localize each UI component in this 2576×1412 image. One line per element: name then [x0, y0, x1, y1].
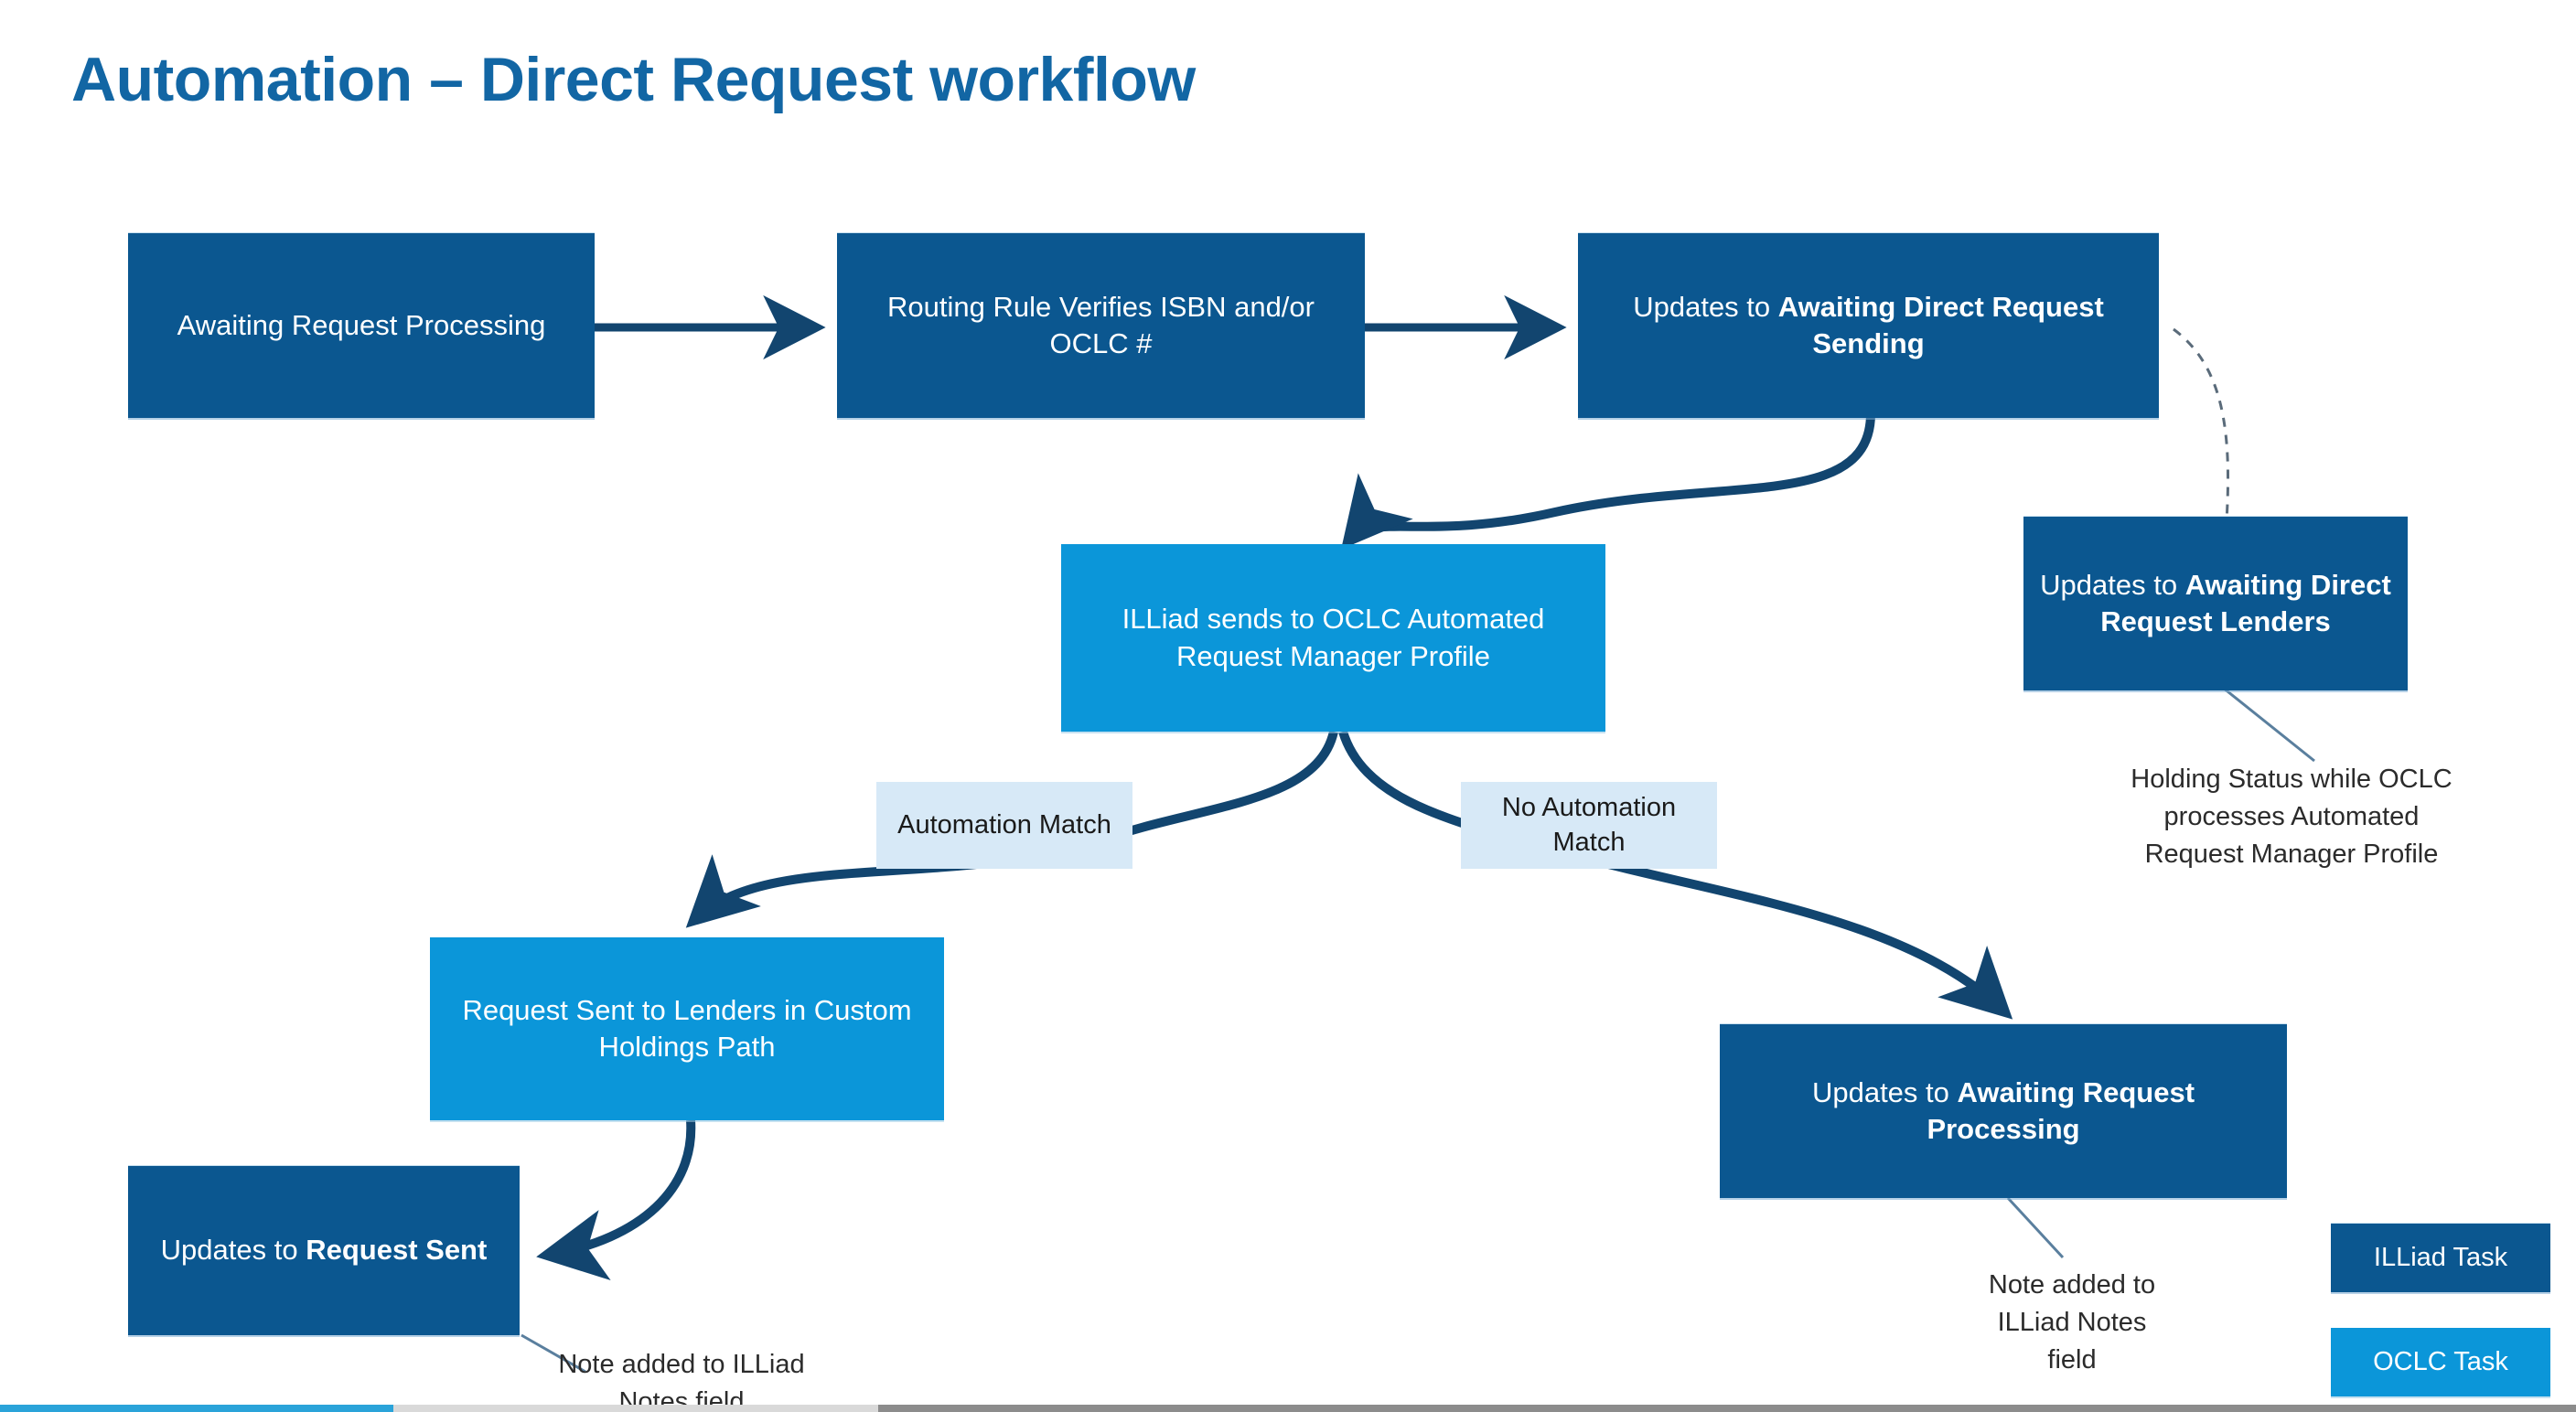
node-label: Request Sent to Lenders in Custom Holdin… — [462, 993, 912, 1063]
node-label: ILLiad sends to OCLC Automated Request M… — [1122, 603, 1545, 672]
bottom-bar-segment-blue — [0, 1405, 393, 1412]
node-label-emphasis: Request Sent — [306, 1234, 488, 1267]
node-label: Updates to Awaiting Direct Request Lende… — [2023, 567, 2408, 641]
bottom-accent-bar — [0, 1405, 2576, 1412]
node-label: Updates to Awaiting Direct Request Sendi… — [1578, 289, 2159, 363]
node-updates-to-awaiting-request-processing[interactable]: Updates to Awaiting Request Processing — [1720, 1024, 2287, 1198]
caption-text: Note added to ILLiad Notes field — [558, 1350, 805, 1412]
legend-label: ILLiad Task — [2373, 1243, 2508, 1272]
node-awaiting-request-processing[interactable]: Awaiting Request Processing — [128, 233, 595, 418]
legend-oclc-task: OCLC Task — [2331, 1328, 2550, 1396]
node-label: Updates to Request Sent — [128, 1232, 520, 1268]
node-label-prefix: Updates to — [160, 1234, 306, 1267]
node-label: Updates to Awaiting Request Processing — [1720, 1075, 2287, 1149]
node-request-sent-to-lenders[interactable]: Request Sent to Lenders in Custom Holdin… — [430, 937, 944, 1120]
node-label: Awaiting Request Processing — [177, 308, 546, 341]
arrow-sending-to-oclc-profile — [1341, 412, 1875, 550]
node-label-emphasis: Awaiting Request Processing — [1927, 1075, 2195, 1145]
caption-note-left: Note added to ILLiad Notes field — [549, 1346, 814, 1412]
node-awaiting-direct-request-lenders[interactable]: Updates to Awaiting Direct Request Lende… — [2023, 517, 2408, 690]
node-label: Routing Rule Verifies ISBN and/or OCLC # — [887, 290, 1315, 359]
node-label-emphasis: Awaiting Direct Request Sending — [1777, 290, 2104, 359]
legend-label: OCLC Task — [2373, 1347, 2508, 1376]
dashed-sending-to-lenders — [2173, 327, 2230, 522]
bottom-bar-segment-light — [393, 1405, 878, 1412]
branch-label-text: Automation Match — [897, 809, 1111, 840]
branch-label-no-automation-match: No Automation Match — [1461, 782, 1717, 869]
node-label-emphasis: Awaiting Direct Request Lenders — [2100, 568, 2391, 637]
bottom-bar-segment-gray — [878, 1405, 2576, 1412]
leader-lenders-to-caption — [2222, 686, 2315, 763]
caption-text: Note added to ILLiad Notes field — [1988, 1270, 2156, 1375]
branch-label-automation-match: Automation Match — [876, 782, 1132, 869]
legend-illiad-task: ILLiad Task — [2331, 1224, 2550, 1292]
node-awaiting-direct-request-sending[interactable]: Updates to Awaiting Direct Request Sendi… — [1578, 233, 2159, 418]
node-label-prefix: Updates to — [1633, 290, 1778, 323]
caption-holding-status: Holding Status while OCLC processes Auto… — [2122, 761, 2461, 874]
caption-text: Holding Status while OCLC processes Auto… — [2131, 765, 2453, 870]
arrow-profile-to-awaiting-processing — [1338, 730, 2013, 1020]
node-updates-to-request-sent[interactable]: Updates to Request Sent — [128, 1166, 520, 1335]
node-routing-rule[interactable]: Routing Rule Verifies ISBN and/or OCLC # — [837, 233, 1365, 418]
arrow-lenders-to-request-sent — [536, 1119, 696, 1281]
page-title: Automation – Direct Request workflow — [71, 45, 1196, 114]
caption-note-right: Note added to ILLiad Notes field — [1971, 1267, 2173, 1380]
node-illiad-sends-to-oclc[interactable]: ILLiad sends to OCLC Automated Request M… — [1061, 544, 1605, 732]
leader-awaiting-processing-to-note — [2006, 1196, 2065, 1259]
node-label-prefix: Updates to — [2040, 568, 2185, 601]
branch-label-text: No Automation Match — [1501, 792, 1677, 857]
node-label-prefix: Updates to — [1811, 1075, 1958, 1108]
